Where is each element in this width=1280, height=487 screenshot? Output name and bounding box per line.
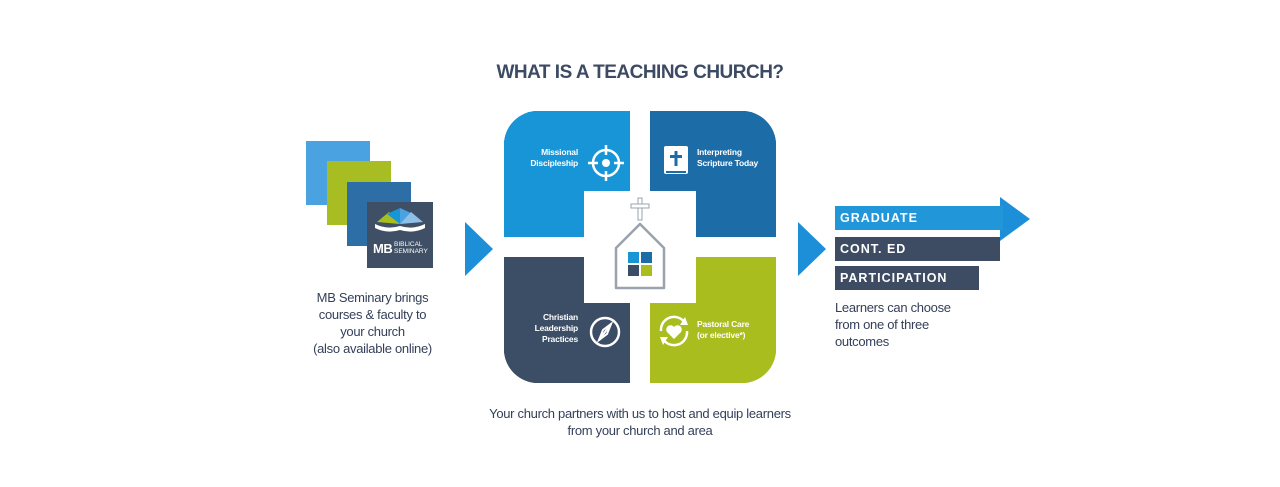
- arrow-right-icon: [465, 222, 493, 276]
- mb-seminary-logo: MB BIBLICAL SEMINARY: [367, 202, 433, 268]
- arrow-right-icon: [798, 222, 826, 276]
- left-caption-line2: courses & faculty to: [318, 307, 427, 322]
- outcome-cont-ed-certificate: CONT. ED CERTIFICATE: [835, 237, 1000, 280]
- logo-mark: MB: [373, 241, 393, 256]
- outcome-participation: PARTICIPATION: [835, 266, 979, 290]
- label-line: Missional: [541, 147, 578, 157]
- label-line: Interpreting: [697, 147, 742, 157]
- right-caption-line2: from one of three: [835, 317, 929, 332]
- quadrant-label-interpreting: Interpreting Scripture Today: [697, 147, 758, 169]
- right-caption-line3: outcomes: [835, 334, 889, 349]
- bible-icon: [664, 146, 688, 174]
- quadrant-label-leadership: Christian Leadership Practices: [512, 312, 579, 345]
- left-caption-line1: MB Seminary brings: [316, 290, 429, 305]
- logo-subtitle: BIBLICAL SEMINARY: [394, 241, 430, 255]
- crosshair-icon: [588, 145, 624, 181]
- label-line: Practices: [541, 334, 578, 344]
- arrow-head-icon: [1000, 197, 1030, 241]
- label-line: Christian: [542, 312, 578, 322]
- quadrant-fill: [696, 257, 776, 383]
- logo-subtitle-line2: SEMINARY: [394, 248, 428, 255]
- label-line: Leadership: [534, 323, 579, 333]
- left-caption-line4: (also available online): [313, 341, 432, 356]
- compass-icon: [589, 316, 621, 348]
- quadrant-fill: [696, 111, 776, 237]
- quadrant-fill: [504, 111, 584, 237]
- open-book-icon: [375, 208, 425, 232]
- church-icon: [614, 197, 666, 290]
- center-caption: Your church partners with us to host and…: [440, 405, 840, 439]
- logo-subtitle-line1: BIBLICAL: [394, 241, 423, 248]
- page-title: WHAT IS A TEACHING CHURCH?: [496, 62, 784, 83]
- quadrant-label-missional: Missional Discipleship: [516, 147, 578, 169]
- left-caption: MB Seminary brings courses & faculty to …: [290, 289, 455, 357]
- label-line: Discipleship: [530, 158, 578, 168]
- heart-cycle-icon: [659, 315, 689, 347]
- right-caption: Learners can choose from one of three ou…: [835, 299, 995, 350]
- label-line: Pastoral Care: [697, 319, 750, 329]
- right-caption-line1: Learners can choose: [835, 300, 951, 315]
- quadrant-label-pastoral: Pastoral Care (or elective*): [697, 319, 749, 341]
- label-line: (or elective*): [697, 330, 746, 340]
- center-caption-line1: Your church partners with us to host and…: [489, 406, 791, 421]
- left-caption-line3: your church: [340, 324, 405, 339]
- label-line: Scripture Today: [697, 158, 759, 168]
- outcome-graduate-certificate: GRADUATE CERTIFICATE: [835, 206, 1003, 249]
- quadrant-fill: [504, 257, 584, 383]
- center-caption-line2: from your church and area: [567, 423, 713, 438]
